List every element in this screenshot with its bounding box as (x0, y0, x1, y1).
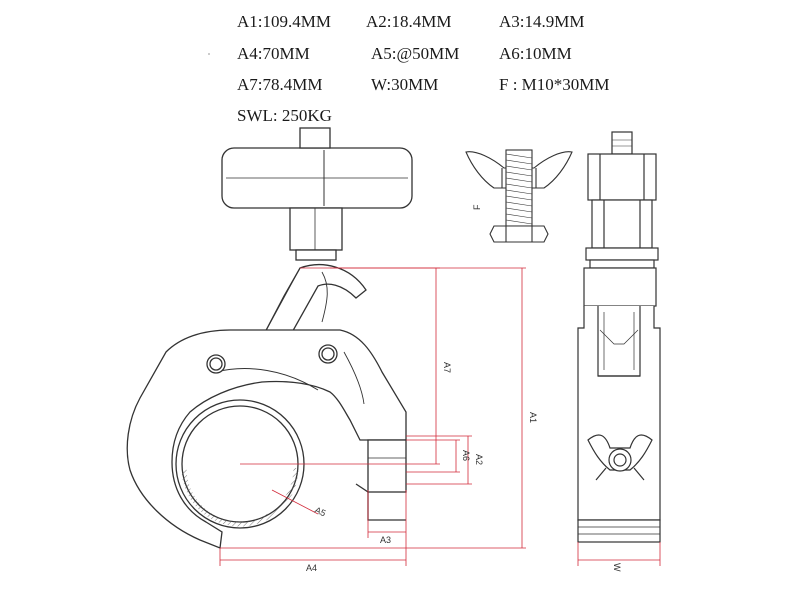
lower-jaw-block (355, 439, 407, 521)
dim-a7-label: A7 (442, 362, 452, 373)
side-bolt-top (585, 131, 659, 269)
dim-w-label: W (612, 563, 622, 572)
spec-swl: SWL: 250KG (237, 106, 332, 125)
front-dimensions (219, 267, 526, 566)
dim-a3-label: A3 (380, 535, 391, 545)
dim-a5-label: A5 (313, 505, 327, 519)
spec-a5: A5:@50MM (371, 44, 460, 63)
t-handle-knob (221, 147, 413, 209)
pivot-pin-left (206, 354, 226, 374)
clamp-body (126, 329, 407, 549)
threaded-bolt (505, 149, 533, 227)
side-body (577, 267, 661, 521)
dim-a1-label: A1 (528, 412, 538, 423)
hook-lever (260, 264, 367, 339)
spec-a7: A7:78.4MM (237, 75, 323, 94)
pivot-pin-right (318, 344, 338, 364)
spec-a4: A4:70MM (237, 44, 310, 63)
dim-a2-label: A2 (474, 454, 484, 465)
spec-a6: A6:10MM (499, 44, 572, 63)
dim-a6-label: A6 (461, 450, 471, 461)
spec-a2: A2:18.4MM (366, 12, 452, 31)
spec-w: W:30MM (371, 75, 439, 94)
spec-a1: A1:109.4MM (237, 12, 331, 31)
side-view (577, 131, 661, 543)
side-wing-nut (587, 434, 653, 481)
side-base-plate (577, 519, 661, 543)
dim-a4-label: A4 (306, 563, 317, 573)
spec-a3: A3:14.9MM (499, 12, 585, 31)
spec-f: F : M10*30MM (499, 75, 610, 94)
bolt-f-label: F (472, 204, 482, 210)
front-view (126, 127, 413, 549)
bolt-shaft (289, 127, 343, 261)
hex-bolt-head (489, 225, 549, 243)
side-dimensions (577, 542, 661, 566)
front-dimension-labels: A1 A7 A6 A2 A3 A4 A5 (306, 362, 538, 573)
wing-bolt-detail (465, 149, 573, 243)
